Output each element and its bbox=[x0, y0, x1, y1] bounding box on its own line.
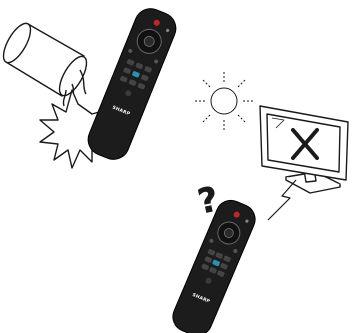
television-icon bbox=[260, 106, 348, 193]
sun-icon bbox=[195, 72, 253, 130]
upper-remote: SHARP bbox=[83, 4, 180, 164]
lightning-signal-icon bbox=[268, 180, 296, 220]
lower-remote: SHARP bbox=[168, 196, 260, 333]
